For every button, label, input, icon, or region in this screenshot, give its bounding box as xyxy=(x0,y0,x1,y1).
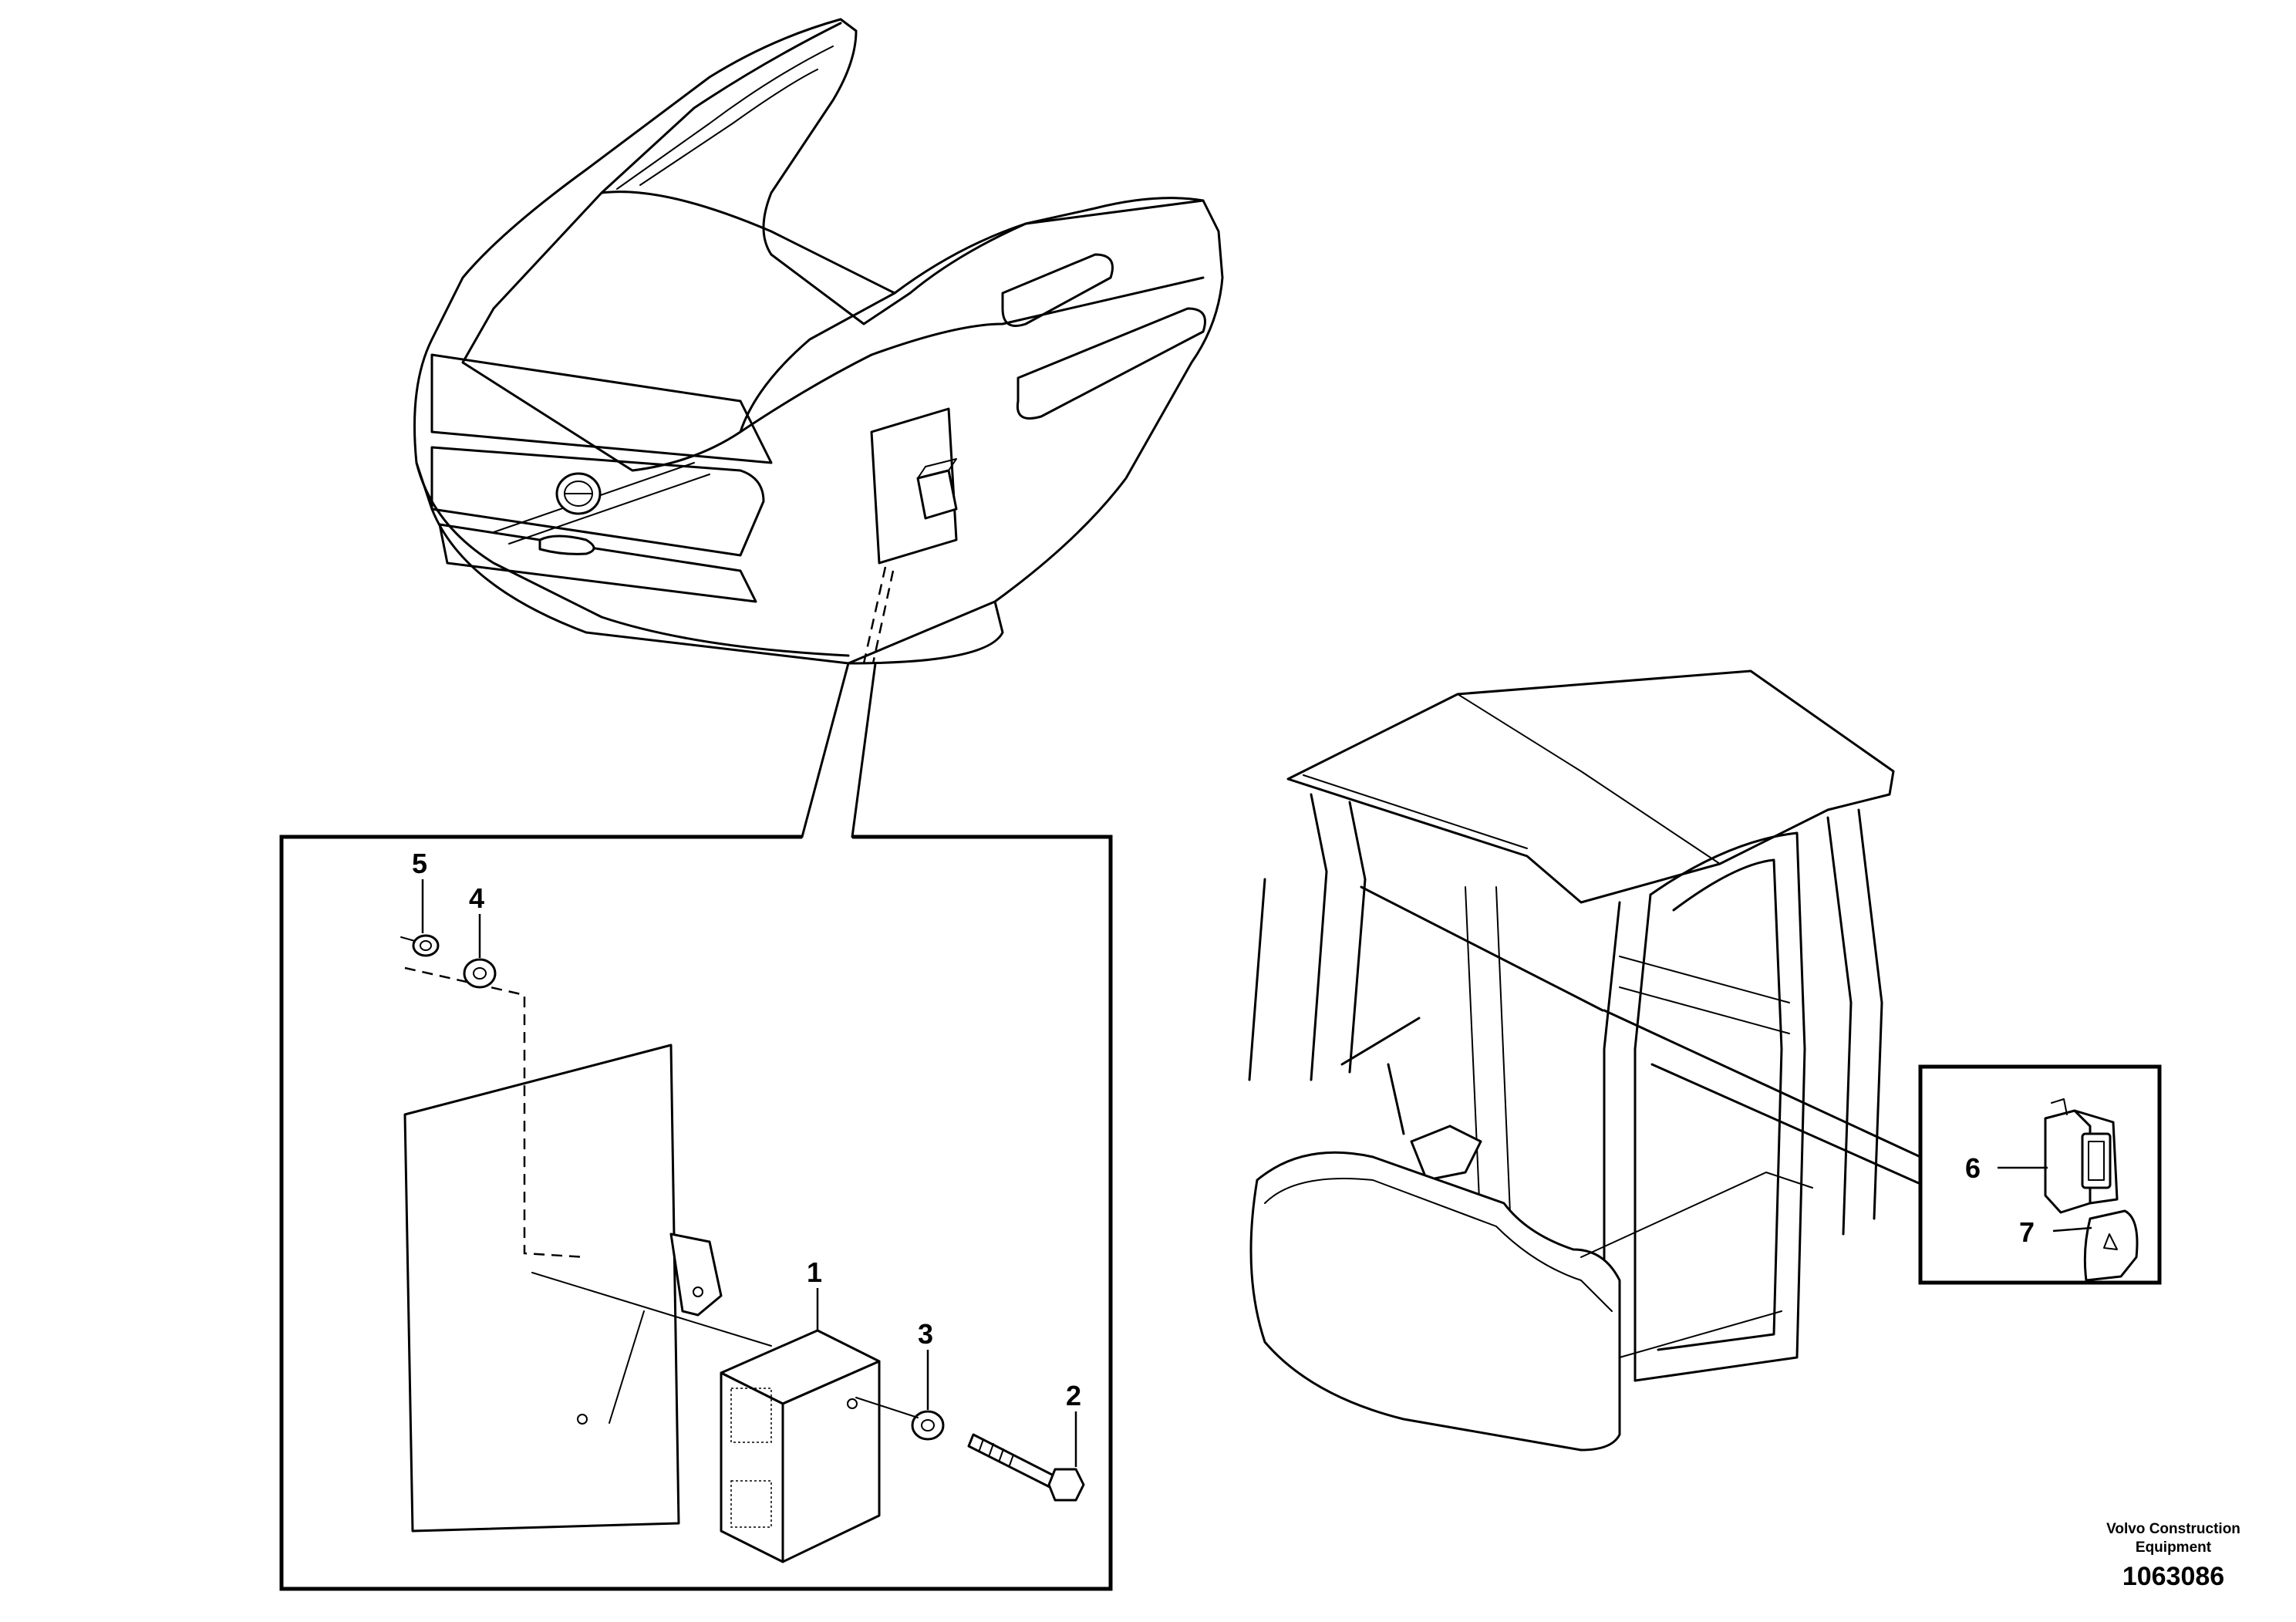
brand-line-2: Equipment xyxy=(2136,1539,2212,1556)
part-3-washer xyxy=(911,1410,945,1441)
mounting-plate xyxy=(403,1044,680,1533)
part-1-relay-module xyxy=(720,1329,881,1563)
inset-exploded-parts: 5 4 1 3 2 xyxy=(400,848,1085,1563)
callout-6: 6 xyxy=(1965,1152,1981,1184)
inset-detail-frame xyxy=(279,835,1113,1591)
part-5-nut xyxy=(400,934,440,957)
callout-5: 5 xyxy=(412,848,427,879)
callout-2: 2 xyxy=(1066,1380,1081,1411)
callout-7: 7 xyxy=(2019,1216,2035,1248)
operator-cab-illustration xyxy=(1248,669,1922,1452)
part-6-rocker-switch xyxy=(2044,1098,2119,1214)
part-4-washer xyxy=(463,958,497,989)
part-7-switch-cap xyxy=(2083,1209,2139,1282)
plate-bracket xyxy=(669,1233,723,1317)
callout-4: 4 xyxy=(469,882,484,914)
document-number: 1063086 xyxy=(2122,1562,2224,1591)
callout-1: 1 xyxy=(807,1256,822,1288)
engine-hood-illustration xyxy=(413,18,1224,838)
callout-3: 3 xyxy=(918,1318,933,1350)
brand-line-1: Volvo Construction xyxy=(2106,1521,2240,1537)
switch-detail-frame: 6 7 xyxy=(1918,1064,2162,1285)
publisher-footer: Volvo Construction Equipment 1063086 xyxy=(2106,1521,2240,1591)
part-2-screw xyxy=(855,1397,1085,1502)
